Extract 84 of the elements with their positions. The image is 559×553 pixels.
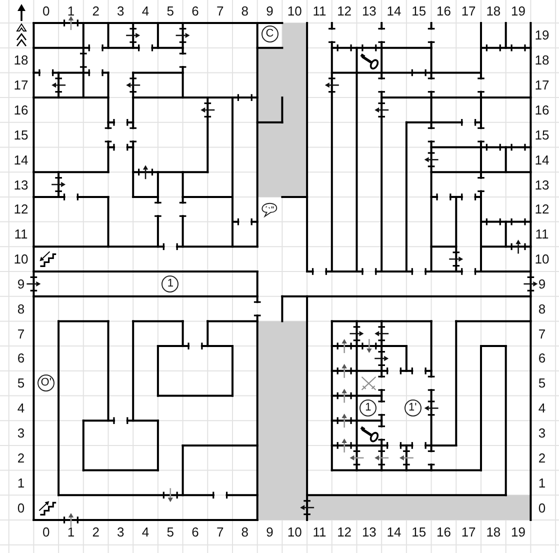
grid-coordinate: 17 xyxy=(461,4,476,18)
grid-coordinate: 6 xyxy=(538,352,546,365)
grid-coordinate: 1 xyxy=(67,4,75,18)
grid-coordinate: 6 xyxy=(192,526,199,538)
grid-coordinate: 0 xyxy=(42,4,50,18)
grid-coordinate: 12 xyxy=(534,202,550,216)
grid-coordinate: 7 xyxy=(216,4,224,18)
grid-coordinate: 9 xyxy=(538,277,546,290)
grid-coordinate: 15 xyxy=(14,128,28,142)
grid-coordinate: 5 xyxy=(166,4,174,18)
grid-coordinate: 18 xyxy=(534,54,550,67)
grid-coordinate: 18 xyxy=(486,526,501,538)
grid-coordinate: 10 xyxy=(287,526,302,538)
circled-label: 1 xyxy=(360,400,377,417)
grid-coordinate: 4 xyxy=(17,402,25,415)
grid-coordinate: 3 xyxy=(17,426,25,440)
grid-coordinate: 11 xyxy=(14,228,28,241)
grid-coordinate: 9 xyxy=(266,526,274,538)
grid-coordinate: 2 xyxy=(92,526,100,538)
grid-coordinate: 8 xyxy=(241,526,249,538)
grid-coordinate: 1 xyxy=(538,476,546,490)
grid-coordinate: 12 xyxy=(337,526,352,538)
grid-coordinate: 17 xyxy=(14,78,28,92)
grid-coordinate: 11 xyxy=(312,4,326,18)
grid-coordinate: 6 xyxy=(192,4,199,18)
grid-coordinate: 12 xyxy=(14,202,28,216)
grid-coordinate: 14 xyxy=(386,526,402,538)
grid-coordinate: 13 xyxy=(362,4,376,18)
grid-coordinate: 6 xyxy=(17,352,25,365)
grid-coordinate: 10 xyxy=(534,252,550,266)
grid-coordinate: 1 xyxy=(17,476,25,490)
grid-coordinate: 2 xyxy=(17,451,25,464)
grid-coordinate: 4 xyxy=(142,4,150,18)
grid-coordinate: 9 xyxy=(17,277,25,290)
grid-coordinate: 10 xyxy=(14,252,28,266)
grid-coordinate: 16 xyxy=(436,526,451,538)
grid-coordinate: 4 xyxy=(142,526,150,538)
grid-coordinate: 16 xyxy=(534,103,550,116)
grid-coordinate: 5 xyxy=(538,376,546,390)
grid-coordinate: 14 xyxy=(534,153,550,166)
grid-coordinate: 12 xyxy=(337,4,352,18)
circled-label: 1 xyxy=(162,275,179,292)
grid-coordinate: 13 xyxy=(14,178,28,192)
grid-coordinate: 0 xyxy=(17,501,25,514)
grid-coordinate: 16 xyxy=(436,4,451,18)
circled-label: O' xyxy=(38,374,55,392)
grid-coordinate: 10 xyxy=(287,4,302,18)
grid-coordinate: 0 xyxy=(538,501,546,514)
grid-coordinate: 3 xyxy=(117,4,124,18)
grid-coordinate: 13 xyxy=(362,526,376,538)
grid-coordinate: 0 xyxy=(42,526,50,538)
grid-coordinate: 8 xyxy=(17,302,25,316)
grid-coordinate: 11 xyxy=(312,526,326,538)
grid-coordinate: 15 xyxy=(412,4,426,18)
grid-coordinate: 5 xyxy=(17,376,25,390)
grid-coordinate: 8 xyxy=(241,4,249,18)
grid-coordinate: 19 xyxy=(511,526,526,538)
grid-coordinate: 17 xyxy=(461,526,476,538)
grid-coordinate: 18 xyxy=(486,4,501,18)
grid-coordinate: 4 xyxy=(538,402,546,415)
grid-coordinate: 3 xyxy=(538,426,546,440)
grid-coordinate: 7 xyxy=(538,327,546,340)
grid-coordinate: 18 xyxy=(14,54,28,67)
grid-coordinate: 14 xyxy=(14,153,28,166)
grid-coordinate: 19 xyxy=(511,4,526,18)
grid-coordinate: 15 xyxy=(412,526,426,538)
grid-coordinate: 11 xyxy=(535,228,549,241)
grid-coordinate: 16 xyxy=(14,103,28,116)
grid-coordinate: 8 xyxy=(538,302,546,316)
grid-coordinate: 17 xyxy=(534,78,550,92)
grid-coordinate: 7 xyxy=(17,327,25,340)
circled-label: 1' xyxy=(404,400,422,417)
grid-coordinate: 1 xyxy=(67,526,75,538)
grid-coordinate: 2 xyxy=(538,451,546,464)
grid-coordinate: 9 xyxy=(266,4,274,18)
grid-coordinate: 2 xyxy=(92,4,100,18)
grid-coordinate: 19 xyxy=(534,28,550,42)
grid-coordinate: 14 xyxy=(386,4,402,18)
grid-coordinate: 7 xyxy=(216,526,224,538)
circled-label: C xyxy=(261,26,278,43)
grid-coordinate: 15 xyxy=(534,128,550,142)
grid-coordinate: 13 xyxy=(534,178,550,192)
grid-coordinate: 3 xyxy=(117,526,124,538)
grid-coordinate: 5 xyxy=(166,526,174,538)
